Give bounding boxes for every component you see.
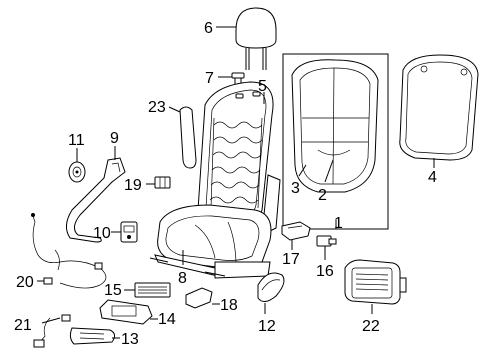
headrest — [235, 7, 277, 70]
wire-harness — [31, 213, 107, 289]
seat-switch — [33, 314, 116, 348]
callout-21: 21 — [14, 317, 32, 334]
callout-17: 17 — [282, 251, 300, 268]
seat-frame — [149, 81, 281, 279]
callout-2: 2 — [318, 187, 327, 204]
callout-18: 18 — [220, 297, 238, 314]
rear-back-cover — [399, 54, 479, 161]
clip-17 — [281, 221, 311, 241]
callout-6: 6 — [204, 20, 213, 37]
callout-20: 20 — [16, 274, 34, 291]
callout-8: 8 — [178, 270, 187, 287]
callout-14: 14 — [158, 311, 176, 328]
callout-5: 5 — [258, 78, 267, 95]
switch-pad — [134, 282, 171, 298]
callout-19: 19 — [124, 177, 142, 194]
callout-9: 9 — [110, 130, 119, 147]
side-trim-panel — [179, 106, 197, 169]
side-shield — [66, 157, 126, 243]
vent-grille — [344, 259, 407, 305]
leader-2 — [324, 159, 334, 183]
side-cover — [257, 272, 285, 302]
callout-10: 10 — [93, 225, 111, 242]
callout-4: 4 — [428, 169, 437, 186]
latch-16 — [316, 235, 337, 247]
back-springs — [209, 117, 263, 209]
callout-11: 11 — [68, 132, 85, 149]
callout-7: 7 — [205, 70, 214, 87]
callout-22: 22 — [362, 318, 380, 335]
connector-19 — [154, 176, 171, 189]
callout-12: 12 — [258, 318, 276, 335]
callout-3: 3 — [291, 180, 300, 197]
leader-21 — [41, 317, 61, 324]
recliner-knob — [68, 161, 86, 183]
callout-1: 1 — [334, 215, 343, 232]
callout-13: 13 — [121, 331, 139, 348]
callout-23: 23 — [148, 99, 166, 116]
bracket-18 — [185, 287, 213, 309]
control-module — [120, 221, 138, 243]
leader-3 — [298, 164, 307, 177]
trim-cover-group — [282, 53, 389, 230]
switch-bezel — [99, 299, 153, 325]
leader-23 — [168, 106, 181, 113]
callout-15: 15 — [104, 282, 122, 299]
callout-16: 16 — [316, 263, 334, 280]
